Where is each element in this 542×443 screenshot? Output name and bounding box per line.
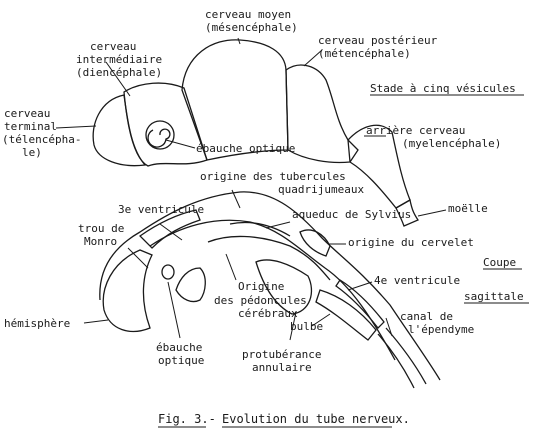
dotted-wall-front	[138, 209, 201, 249]
label-cerveau-terminal-4: le)	[22, 146, 42, 159]
label-protuberance-1: protubérance	[242, 348, 321, 361]
label-cerveau-posterieur-sub: (métencéphale)	[318, 47, 411, 60]
dotted-floor	[175, 267, 206, 303]
sagittal-inner-line	[149, 219, 396, 361]
ependymal-canal-line-2	[385, 327, 427, 385]
label-4e-ventricule: 4e ventricule	[374, 274, 460, 287]
labels: cerveau moyen (mésencéphale) cerveau pos…	[2, 8, 529, 374]
myelencephalon-shape	[347, 124, 411, 209]
label-protuberance-2: annulaire	[252, 361, 312, 374]
label-cerveau-terminal-1: cerveau	[4, 107, 50, 120]
label-cerveau-posterieur: cerveau postérieur	[318, 34, 438, 47]
pons-shape	[255, 259, 313, 315]
label-aqueduc: aqueduc de Sylvius	[292, 208, 411, 221]
label-origine-tubercules-sub: quadrijumeaux	[278, 183, 364, 196]
figure-caption: Fig. 3.- Evolution du tube nerveux.	[158, 412, 410, 428]
label-origine-cervelet: origine du cervelet	[348, 236, 474, 249]
cerebellum-origin-shape	[299, 229, 331, 257]
label-trou-monro-2: Monro	[84, 235, 117, 248]
caption-title: Evolution du tube nerveux.	[222, 412, 410, 426]
telencephalon-shape	[92, 94, 147, 167]
ependymal-canal-line-1	[377, 333, 415, 389]
label-canal-ependyme-1: canal de	[400, 310, 453, 323]
optic-vesicle-top	[145, 120, 175, 150]
label-arriere-cerveau: arrière cerveau	[366, 124, 465, 137]
caption-fig-number: Fig. 3.-	[158, 412, 216, 426]
label-cerveau-intermediaire-1: cerveau	[90, 40, 136, 53]
label-origine-pedoncules-3: cérébraux	[238, 307, 298, 320]
label-coupe: Coupe	[483, 256, 516, 269]
mesencephalon-roof	[229, 221, 291, 237]
label-ebauche-optique-top: ébauche optique	[196, 142, 295, 155]
label-cerveau-moyen: cerveau moyen	[205, 8, 291, 21]
leader-lines	[55, 37, 447, 341]
label-arriere-cerveau-sub: (myelencéphale)	[402, 137, 501, 150]
label-3e-ventricule: 3e ventricule	[118, 203, 204, 216]
label-ebauche-optique-bottom-2: optique	[158, 354, 204, 367]
optic-vesicle-bottom	[161, 264, 175, 280]
label-sagittale: sagittale	[464, 290, 524, 303]
medulla-roof-shape	[335, 279, 385, 329]
five-vesicle-diagram	[92, 39, 419, 227]
label-cerveau-terminal-2: terminal	[4, 120, 57, 133]
sagittal-section-diagram	[99, 191, 441, 389]
metencephalon-shape	[285, 64, 359, 164]
label-canal-ependyme-2: l'épendyme	[408, 323, 474, 336]
label-trou-monro-1: trou de	[78, 222, 124, 235]
label-cerveau-terminal-3: (télencépha-	[2, 133, 81, 146]
aqueduct-floor	[207, 235, 331, 281]
medulla-shape	[315, 289, 377, 341]
spinal-cord-shape	[395, 198, 419, 227]
label-cerveau-moyen-sub: (mésencéphale)	[205, 21, 298, 34]
hemisphere-shape	[102, 249, 153, 333]
label-cerveau-intermediaire-2: intermédiaire	[76, 53, 162, 66]
label-bulbe: bulbe	[290, 320, 323, 333]
label-ebauche-optique-bottom-1: ébauche	[156, 341, 202, 354]
sagittal-outer-contour	[99, 191, 441, 381]
label-origine-pedoncules-2: des pédoncules	[214, 294, 307, 307]
label-origine-tubercules: origine des tubercules	[200, 170, 346, 183]
label-hemisphere: hémisphère	[4, 317, 70, 330]
label-cerveau-intermediaire-3: (diencéphale)	[76, 66, 162, 79]
label-origine-pedoncules-1: Origine	[238, 280, 284, 293]
label-moelle: moëlle	[448, 202, 488, 215]
label-stade: Stade à cinq vésicules	[370, 82, 516, 95]
mesencephalon-shape	[181, 39, 289, 161]
